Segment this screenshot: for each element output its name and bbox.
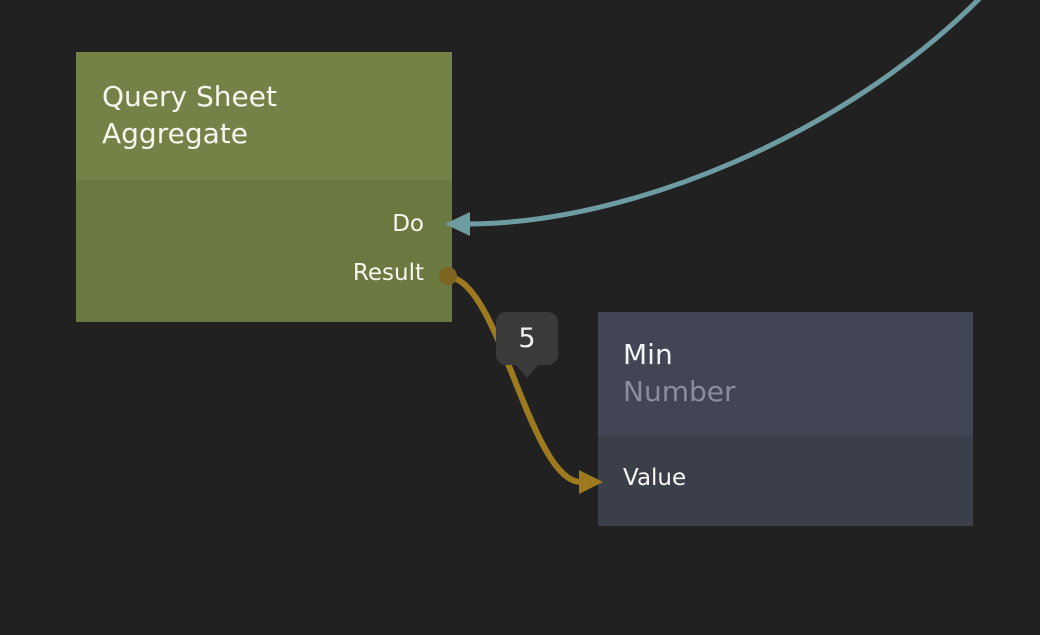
- port-value[interactable]: Value: [623, 465, 687, 491]
- node-title: Query Sheet Aggregate: [102, 80, 277, 150]
- wire-value-badge: 5: [496, 312, 558, 378]
- node-min-header: Min Number: [598, 312, 973, 436]
- node-query-sheet-aggregate-header: Query Sheet Aggregate: [76, 52, 452, 180]
- data-wire[interactable]: [448, 274, 582, 485]
- exec-wire-arrowhead: [445, 212, 470, 236]
- node-min[interactable]: Min Number Value: [598, 312, 973, 526]
- node-subtitle: Number: [623, 375, 736, 408]
- node-query-sheet-aggregate[interactable]: Query Sheet Aggregate Do Result: [76, 52, 452, 322]
- exec-wire[interactable]: [465, 0, 982, 227]
- node-title: Min: [623, 338, 673, 371]
- result-port-dot[interactable]: [439, 267, 457, 285]
- port-result[interactable]: Result: [352, 260, 424, 286]
- port-do[interactable]: Do: [392, 211, 424, 237]
- data-wire-arrowhead: [579, 470, 603, 494]
